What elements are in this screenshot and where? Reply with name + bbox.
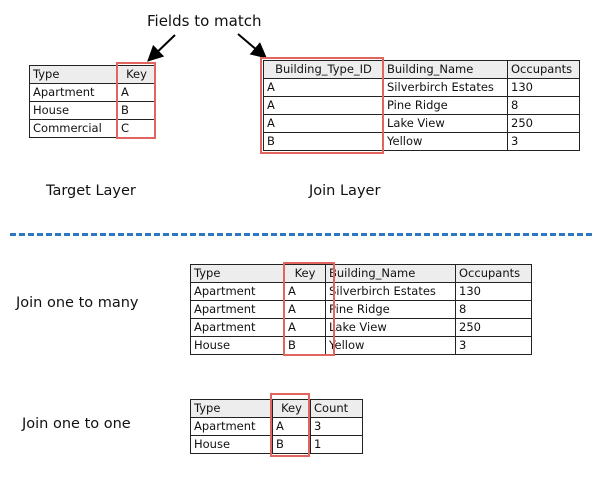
table-cell: B <box>272 435 311 454</box>
table-cell: A <box>263 114 384 133</box>
table-cell: A <box>263 78 384 97</box>
table-header: Building_Type_ID <box>263 60 384 79</box>
one-to-one-label: Join one to one <box>22 416 131 432</box>
table-cell: B <box>117 101 156 120</box>
table-cell: Yellow <box>383 132 508 151</box>
table-cell: Apartment <box>190 417 273 436</box>
table-cell: A <box>284 318 326 337</box>
table-cell: C <box>117 119 156 138</box>
table-cell: 3 <box>455 336 532 355</box>
table-header: Type <box>190 399 273 418</box>
table-cell: Lake View <box>383 114 508 133</box>
target-layer-label: Target Layer <box>46 183 136 199</box>
table-cell: B <box>284 336 326 355</box>
join-layer-label: Join Layer <box>309 183 381 199</box>
table-cell: Apartment <box>190 318 285 337</box>
table-cell: 3 <box>310 417 363 436</box>
table-cell: A <box>284 300 326 319</box>
one-to-many-table: Type Key Building_Name Occupants Apartme… <box>190 264 532 355</box>
table-header: Count <box>310 399 363 418</box>
table-cell: 130 <box>507 78 580 97</box>
table-cell: 8 <box>455 300 532 319</box>
table-cell: A <box>263 96 384 115</box>
table-cell: House <box>190 336 285 355</box>
table-row: A Pine Ridge 8 <box>263 96 580 115</box>
table-cell: A <box>117 83 156 102</box>
table-cell: Yellow <box>325 336 456 355</box>
table-header: Key <box>284 264 326 283</box>
table-header: Key <box>272 399 311 418</box>
table-row: Apartment A Lake View 250 <box>190 318 532 337</box>
table-cell: A <box>272 417 311 436</box>
table-cell: Silverbirch Estates <box>325 282 456 301</box>
arrow-to-key <box>147 34 176 62</box>
table-cell: Lake View <box>325 318 456 337</box>
table-header: Building_Name <box>325 264 456 283</box>
table-cell: A <box>284 282 326 301</box>
table-header: Occupants <box>507 60 580 79</box>
table-cell: House <box>29 101 118 120</box>
table-cell: B <box>263 132 384 151</box>
table-cell: Apartment <box>190 300 285 319</box>
target-table: Type Key Apartment A House B Commercial … <box>29 65 156 138</box>
table-row: B Yellow 3 <box>263 132 580 151</box>
table-row: A Silverbirch Estates 130 <box>263 78 580 97</box>
table-cell: Apartment <box>29 83 118 102</box>
fields-to-match-label: Fields to match <box>147 12 262 30</box>
join-table: Building_Type_ID Building_Name Occupants… <box>263 60 580 151</box>
table-row: House B <box>29 101 156 120</box>
table-cell: Commercial <box>29 119 118 138</box>
table-cell: Apartment <box>190 282 285 301</box>
table-row: Commercial C <box>29 119 156 138</box>
table-cell: Silverbirch Estates <box>383 78 508 97</box>
table-cell: 130 <box>455 282 532 301</box>
table-header: Key <box>117 65 156 84</box>
table-cell: House <box>190 435 273 454</box>
table-row: House B 1 <box>190 435 363 454</box>
table-cell: Pine Ridge <box>383 96 508 115</box>
section-divider <box>10 233 592 236</box>
table-row: Apartment A <box>29 83 156 102</box>
table-cell: 8 <box>507 96 580 115</box>
table-cell: 3 <box>507 132 580 151</box>
one-to-many-label: Join one to many <box>16 295 139 311</box>
table-row: Apartment A Silverbirch Estates 130 <box>190 282 532 301</box>
table-cell: 250 <box>507 114 580 133</box>
table-row: A Lake View 250 <box>263 114 580 133</box>
table-header: Occupants <box>455 264 532 283</box>
table-row: House B Yellow 3 <box>190 336 532 355</box>
table-cell: 250 <box>455 318 532 337</box>
table-header: Building_Name <box>383 60 508 79</box>
table-row: Apartment A 3 <box>190 417 363 436</box>
arrow-to-building-type-id <box>237 33 268 59</box>
table-header: Type <box>190 264 285 283</box>
table-header: Type <box>29 65 118 84</box>
one-to-one-table: Type Key Count Apartment A 3 House B 1 <box>190 399 363 454</box>
table-cell: Pine Ridge <box>325 300 456 319</box>
table-cell: 1 <box>310 435 363 454</box>
table-row: Apartment A Pine Ridge 8 <box>190 300 532 319</box>
